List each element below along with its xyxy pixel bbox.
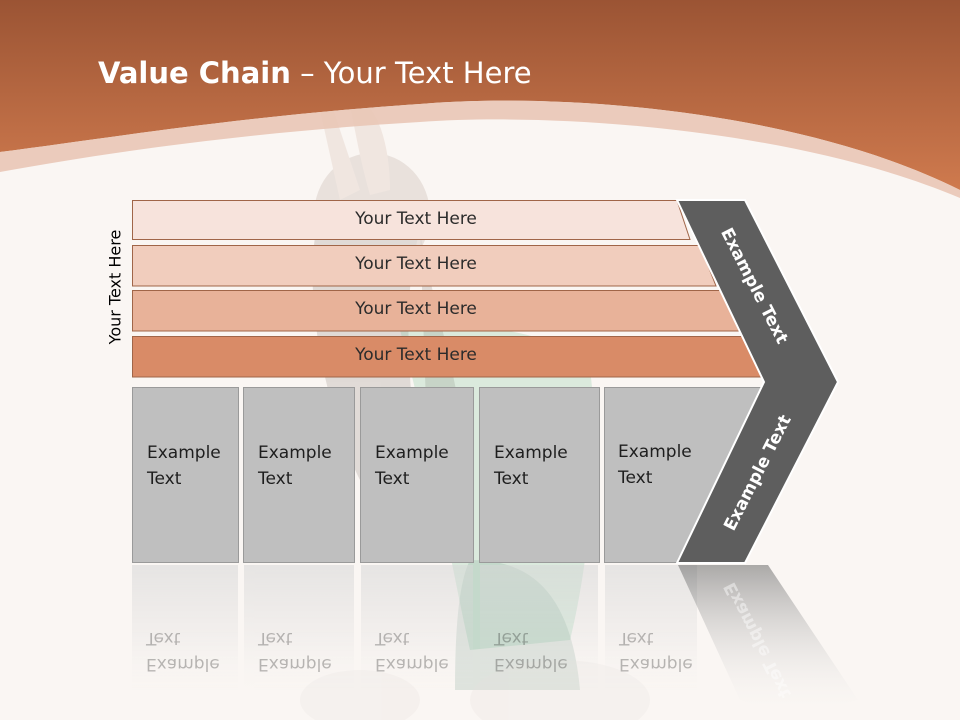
column-3-line2: Text [375,469,410,489]
column-2-line2: Text [258,469,293,489]
bar-1-label: Your Text Here [355,209,477,229]
bar-4-label: Your Text Here [355,345,477,365]
column-2-line1: Example [258,443,332,463]
column-3-line1: Example [375,443,449,463]
column-1-line1: Example [147,443,221,463]
title-rest: – Your Text Here [290,56,532,90]
title-bold: Value Chain [98,56,291,90]
bar-2: Your Text Here [132,245,722,287]
header-band [0,0,960,198]
column-5-line1: Example [618,442,692,462]
column-5-line2: Text [618,468,653,488]
bar-3: Your Text Here [132,290,747,332]
slide-title: Value Chain – Your Text Here [98,56,532,90]
column-4-line2: Text [494,469,529,489]
column-4-line1: Example [494,443,568,463]
bar-2-label: Your Text Here [355,254,477,274]
bar-4: Your Text Here [132,336,772,378]
bar-3-label: Your Text Here [355,299,477,319]
chevron-reflection [678,565,858,720]
column-1-line2: Text [147,469,182,489]
chevron-body [675,199,840,564]
bar-1: Your Text Here [132,200,702,240]
